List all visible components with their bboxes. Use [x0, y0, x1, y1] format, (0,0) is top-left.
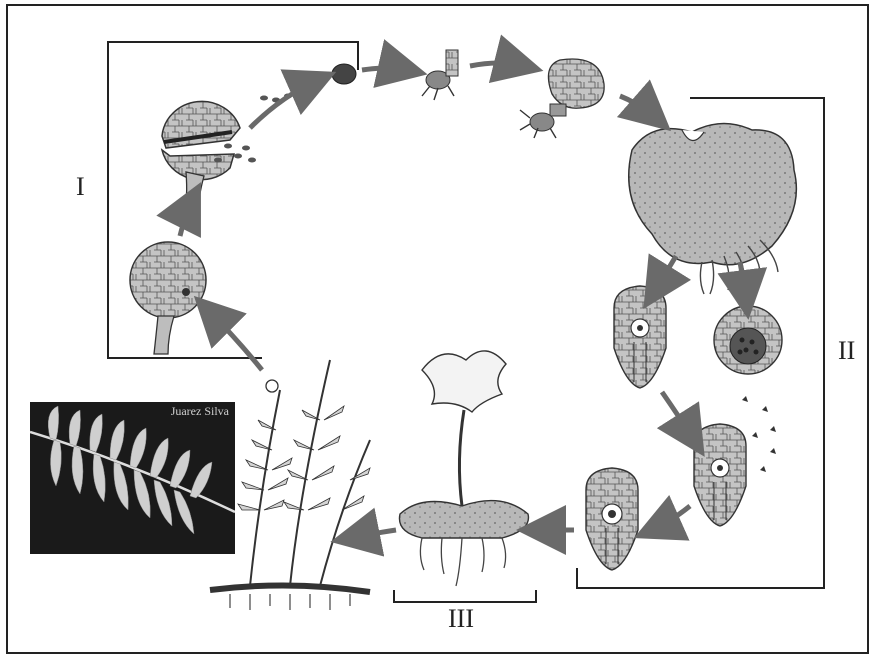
arrow-to-fertilization	[662, 392, 694, 440]
arrow-to-zygote	[652, 506, 690, 530]
frond-photo-illustration	[30, 402, 235, 554]
mature-prothallus	[629, 123, 797, 294]
zygote-archegonium	[586, 468, 638, 570]
fertilization-archegonium	[694, 424, 746, 526]
stage-3-bracket	[394, 590, 536, 602]
sorus-highlight	[266, 380, 278, 392]
arrow-to-antheridium	[740, 262, 746, 300]
open-sporangium	[162, 94, 292, 215]
archegonium	[614, 286, 666, 388]
sperm-cells	[742, 396, 776, 472]
arrow-to-mature-fern	[350, 530, 396, 538]
fern-frond-photo: Juarez Silva	[30, 402, 235, 554]
arrow-to-mature-prothallus	[620, 96, 656, 118]
arrow-to-germination	[362, 68, 408, 70]
stage-3-label: III	[448, 604, 474, 634]
stage-2-label: II	[838, 336, 855, 366]
young-prothallus	[520, 59, 604, 138]
arrow-to-young-prothallus	[470, 63, 524, 66]
closed-sporangium	[130, 242, 206, 354]
arrow-to-archegonium	[654, 256, 676, 292]
germinating-spore-small	[422, 50, 458, 100]
photo-credit: Juarez Silva	[171, 404, 229, 419]
spore	[332, 64, 356, 84]
stage-1-label: I	[76, 172, 85, 202]
antheridium	[714, 306, 782, 374]
arrow-to-sporangium	[208, 310, 262, 370]
young-sporophyte	[399, 351, 528, 586]
arrow-spore-release	[250, 80, 318, 128]
